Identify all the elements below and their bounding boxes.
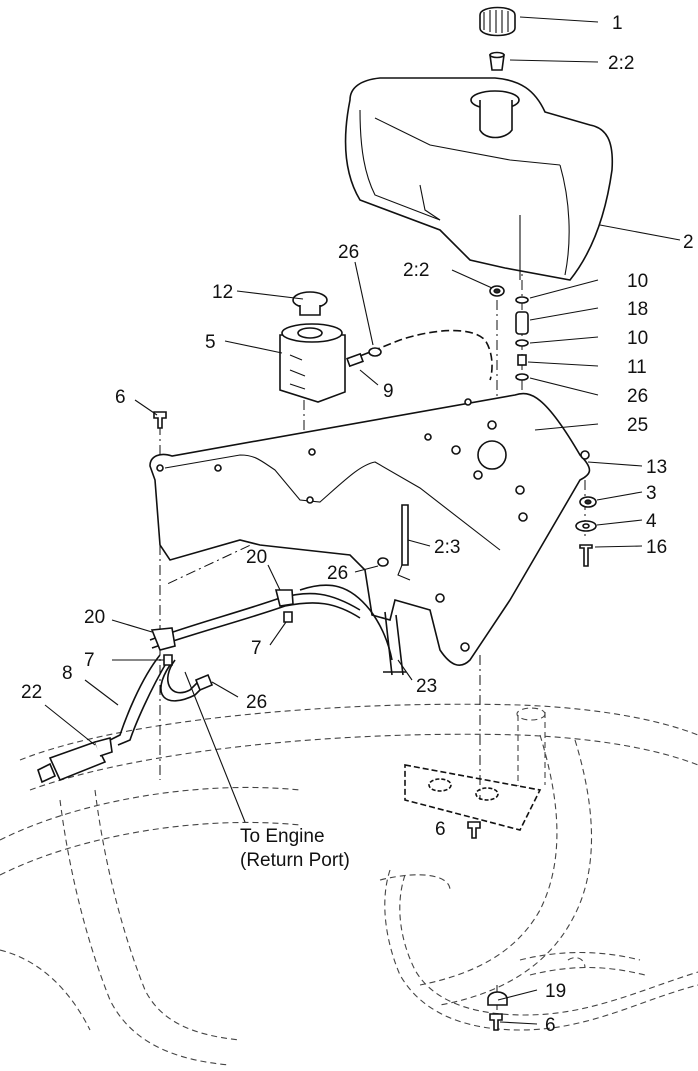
frame-bracket (404, 764, 542, 831)
fuel-tank (344, 77, 614, 281)
callout-2-2-grommet: 2:2 (403, 260, 429, 281)
leader-lines (44, 16, 681, 1025)
return-port-note-line1: To Engine (240, 826, 325, 847)
callout-22: 22 (21, 682, 42, 703)
mounting-plate (149, 392, 591, 666)
callout-13: 13 (646, 457, 667, 478)
callout-26-center: 26 (327, 563, 348, 584)
line-clamps (150, 589, 294, 666)
callout-5: 5 (205, 332, 216, 353)
callout-12: 12 (212, 282, 233, 303)
callout-11: 11 (627, 357, 647, 378)
vent-hose (346, 329, 493, 381)
callout-3: 3 (646, 483, 657, 504)
frame-outline (0, 703, 698, 1066)
callout-7-left: 7 (84, 650, 95, 671)
frame-clamp (487, 991, 508, 1006)
cap-strainer (489, 51, 505, 71)
return-port-note-line2: (Return Port) (240, 850, 350, 871)
callout-2: 2 (683, 232, 694, 253)
callout-2-2-strainer: 2:2 (608, 53, 634, 74)
callout-10-lower: 10 (627, 328, 648, 349)
callout-16: 16 (646, 537, 667, 558)
callout-2-3: 2:3 (434, 537, 460, 558)
callout-7-center: 7 (251, 638, 262, 659)
callout-23: 23 (416, 676, 437, 697)
fuel-filter (37, 736, 113, 784)
callout-26-stack: 26 (627, 386, 648, 407)
callout-26-vent: 26 (338, 242, 359, 263)
callout-8: 8 (62, 663, 73, 684)
fuel-lines (109, 584, 406, 746)
callout-10-upper: 10 (627, 271, 648, 292)
callout-labels: 1 2:2 2 26 2:2 10 12 18 5 10 11 9 26 6 2… (21, 13, 694, 1036)
callout-18: 18 (627, 299, 648, 320)
callout-20-center: 20 (246, 547, 267, 568)
callout-6-plate: 6 (115, 387, 126, 408)
callout-26-return: 26 (246, 692, 267, 713)
bolts (153, 411, 503, 1031)
callout-6-bracket: 6 (435, 819, 446, 840)
callout-20-left: 20 (84, 607, 105, 628)
clamp-center (377, 557, 389, 567)
tank-tube (397, 504, 411, 581)
callout-1: 1 (612, 13, 623, 34)
callout-9: 9 (383, 381, 394, 402)
tank-grommet (489, 285, 505, 297)
reservoir (279, 323, 346, 403)
return-fitting (194, 673, 214, 692)
callout-25: 25 (627, 415, 648, 436)
mount-hardware (575, 496, 597, 567)
callout-4: 4 (646, 511, 657, 532)
fuel-cap (479, 6, 516, 37)
callout-19: 19 (545, 981, 566, 1002)
reservoir-cap (292, 291, 328, 316)
callout-6-clamp: 6 (545, 1015, 556, 1036)
